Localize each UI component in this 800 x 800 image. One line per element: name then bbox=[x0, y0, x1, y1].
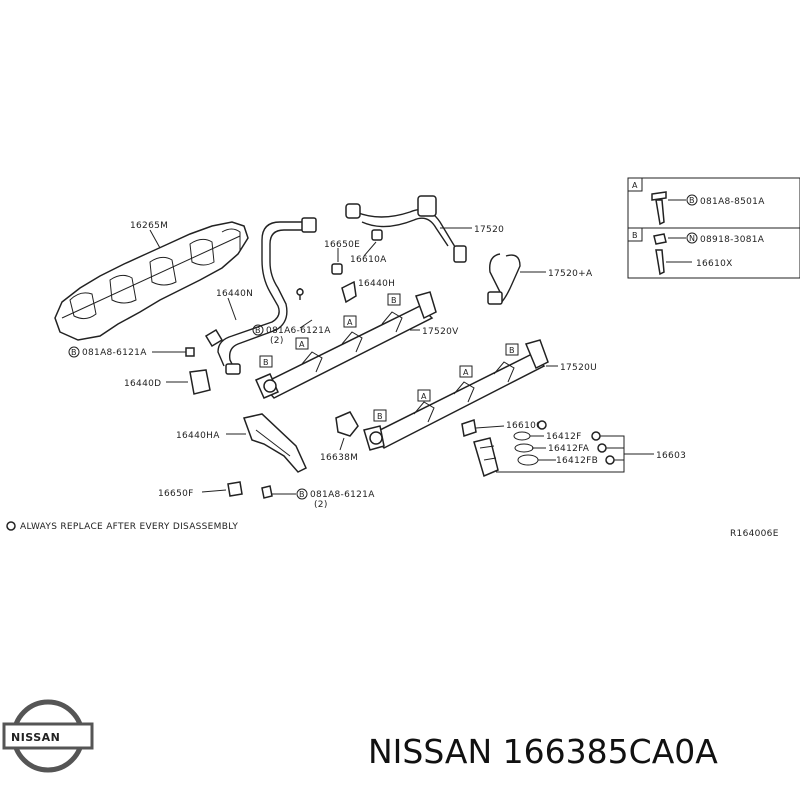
label-16412F: 16412F bbox=[546, 432, 582, 442]
tag-A-rail-right: A bbox=[463, 368, 469, 377]
note-always-replace: ALWAYS REPLACE AFTER EVERY DISASSEMBLY bbox=[20, 522, 238, 532]
detail-part-081A8-8501A: 081A8-8501A bbox=[700, 197, 765, 207]
tag-A-rail-lower: A bbox=[421, 392, 427, 401]
label-16265M: 16265M bbox=[130, 221, 168, 231]
ref-code: R164006E bbox=[730, 529, 779, 539]
harness-17520A-drawing bbox=[487, 253, 521, 305]
label-bolt-081A8-left: 081A8-6121A bbox=[82, 348, 147, 358]
detail-tag-A: A bbox=[632, 181, 638, 190]
part-number-title: NISSAN 166385CA0A bbox=[368, 732, 718, 771]
label-16638M: 16638M bbox=[320, 453, 358, 463]
harness-17520-drawing bbox=[345, 195, 467, 263]
detail-tag-B: B bbox=[632, 231, 638, 240]
bolt-left bbox=[185, 347, 195, 357]
label-17520V: 17520V bbox=[422, 327, 459, 337]
sensor-16638M bbox=[335, 411, 359, 437]
label-16440N: 16440N bbox=[216, 289, 253, 299]
bolt-bottom bbox=[261, 485, 273, 499]
replace-mark-16412FB bbox=[605, 455, 615, 465]
label-bolt-081A6: 081A6-6121A bbox=[266, 326, 331, 336]
nissan-logo-text: NISSAN bbox=[11, 731, 60, 744]
label-166100: 166100 bbox=[506, 421, 542, 431]
replace-mark-16412FA bbox=[597, 443, 607, 453]
injector-group-drawing bbox=[461, 419, 539, 478]
label-17520: 17520 bbox=[474, 225, 504, 235]
label-bolt-081A8-bottom: 081A8-6121A bbox=[310, 490, 375, 500]
circle-B-bottom: B bbox=[299, 490, 305, 499]
label-16440D: 16440D bbox=[124, 379, 161, 389]
tag-B-rail-top: B bbox=[391, 296, 397, 305]
connector-16650E bbox=[331, 263, 343, 275]
tag-B-rail-right: B bbox=[509, 346, 515, 355]
detail-part-08918-3081A: 08918-3081A bbox=[700, 235, 765, 245]
detail-part-16610X: 16610X bbox=[696, 259, 733, 269]
label-16412FB: 16412FB bbox=[556, 456, 598, 466]
label-16412FA: 16412FA bbox=[548, 444, 590, 454]
nissan-logo: NISSAN bbox=[2, 699, 94, 773]
tag-B-rail-left: B bbox=[263, 358, 269, 367]
label-16440HA: 16440HA bbox=[176, 431, 220, 441]
label-bolt-081A8-bottom-qty: (2) bbox=[314, 500, 328, 510]
detail-circle-N: N bbox=[689, 234, 695, 243]
tag-A-rail-mid: A bbox=[347, 318, 353, 327]
fuel-rail-upper-drawing bbox=[255, 291, 437, 399]
label-16610A: 16610A bbox=[350, 255, 387, 265]
bracket-16440H bbox=[341, 280, 357, 304]
circle-B-top: B bbox=[255, 326, 261, 335]
label-16650F: 16650F bbox=[158, 489, 194, 499]
label-16440H: 16440H bbox=[358, 279, 395, 289]
tag-B-rail-lower: B bbox=[377, 412, 383, 421]
replace-mark-16412F bbox=[591, 431, 601, 441]
connector-16650F bbox=[227, 481, 243, 497]
intake-cover-drawing bbox=[54, 221, 249, 341]
fuel-rail-lower-drawing bbox=[363, 339, 549, 451]
label-17520A: 17520+A bbox=[548, 269, 593, 279]
damper-16440D bbox=[189, 369, 211, 395]
detail-box bbox=[627, 177, 800, 279]
fuel-tube-drawing bbox=[204, 217, 317, 375]
label-16650E: 16650E bbox=[324, 240, 360, 250]
label-16603: 16603 bbox=[656, 451, 686, 461]
detail-circle-B: B bbox=[689, 196, 695, 205]
label-bolt-081A6-qty: (2) bbox=[270, 336, 284, 346]
circle-B-left: B bbox=[71, 348, 77, 357]
label-17520U: 17520U bbox=[560, 363, 597, 373]
replace-mark-note bbox=[6, 521, 16, 531]
tag-A-rail-left: A bbox=[299, 340, 305, 349]
replace-mark-166100 bbox=[537, 420, 547, 430]
bracket-16440HA-drawing bbox=[243, 413, 307, 473]
bolt-top bbox=[296, 288, 304, 296]
